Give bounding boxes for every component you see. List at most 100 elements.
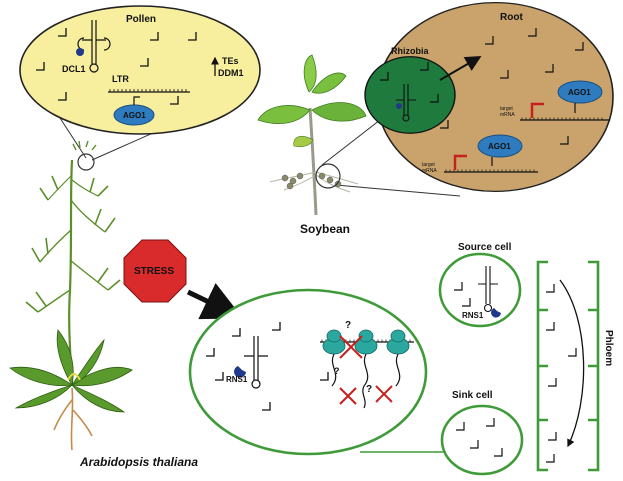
root-connector-1: [321, 119, 381, 166]
srna-hook: [575, 42, 584, 51]
srna-hook: [215, 372, 224, 381]
root-nodules: [281, 172, 342, 190]
stress-sign: STRESS: [123, 239, 244, 320]
arabidopsis-branch: [71, 179, 99, 197]
arabidopsis-branch: [69, 259, 109, 291]
peptide-chains: [331, 353, 401, 409]
ltr-ticks: [109, 89, 187, 92]
soybean-leaf: [303, 54, 317, 93]
srna-hook: [456, 422, 465, 431]
rhizobia-protein: [396, 103, 402, 109]
srna-hook: [320, 372, 329, 381]
ltr-label: LTR: [112, 74, 129, 84]
srna-hook: [420, 62, 429, 71]
stress-octagon: [123, 239, 187, 303]
arabidopsis-taproot: [53, 387, 93, 451]
srna-hook: [485, 36, 494, 45]
source-cell: [438, 252, 522, 328]
srna-hook: [500, 70, 509, 79]
question-mark-3: ?: [334, 366, 340, 376]
srna-hook: [546, 454, 555, 463]
arabidopsis-siliques: [25, 175, 121, 313]
rns1-source-label: RNS1: [462, 311, 484, 320]
source-cell-panel: Source cell RNS1: [438, 242, 522, 328]
target-b-label: target: [422, 162, 435, 168]
srna-hook: [262, 402, 271, 411]
soybean-leaf: [311, 102, 367, 122]
cleavage-mark-a: [530, 102, 544, 118]
srna-hook: [486, 418, 495, 427]
sink-cell: [440, 404, 524, 476]
srna-hook: [170, 96, 179, 105]
rns1-source-protein: [491, 308, 501, 318]
sink-cell-panel: Sink cell: [440, 390, 524, 476]
soybean-zoom-circle: [315, 163, 341, 189]
srna-hook: [548, 378, 557, 387]
flower-buds: [72, 140, 97, 151]
pollen-panel: Pollen DCL1 LTR AGO1 TEs DDM1: [19, 5, 261, 135]
mrna-b-label: mRNA: [422, 168, 437, 174]
rns1-protein: [234, 366, 246, 378]
target-a-label: target: [500, 106, 513, 112]
ribosomes: [322, 329, 410, 355]
srna-hook: [150, 32, 159, 41]
arabidopsis-label: Arabidopsis thaliana: [79, 455, 198, 469]
soybean-cotyledon: [293, 135, 314, 148]
ago1-root-a: [557, 80, 603, 104]
srna-hook: [58, 92, 67, 101]
arabidopsis-branch: [47, 174, 73, 201]
red-cross: [339, 335, 363, 359]
soybean-roots: [269, 171, 359, 193]
phloem-panel: Phloem: [536, 260, 614, 472]
srna-hook: [568, 348, 577, 357]
phloem-label: Phloem: [603, 330, 614, 366]
rhizobia-label: Rhizobia: [391, 46, 429, 56]
arabidopsis-branch: [37, 289, 71, 313]
stressed-hairpin: [244, 336, 268, 389]
ago1-root-a-label: AGO1: [568, 88, 591, 97]
ago1-pollen-tether: [133, 96, 140, 105]
pollen-connector-1: [59, 117, 87, 159]
soybean-leaf: [257, 105, 311, 124]
arabidopsis-rosette: [9, 329, 133, 413]
ago1-pollen-label: AGO1: [123, 111, 146, 120]
pollen-label: Pollen: [126, 14, 156, 25]
stress-arrow: [186, 283, 244, 320]
target-mrna-a-ticks: [521, 117, 603, 120]
rosette-highlight: [67, 373, 81, 381]
srna-hook: [454, 282, 463, 291]
srna-hook: [58, 28, 67, 37]
arabidopsis-branch: [39, 229, 72, 263]
arabidopsis-plant: Arabidopsis thaliana: [9, 140, 198, 469]
source-hairpin: [478, 266, 498, 313]
tes-label: TEs: [222, 56, 239, 66]
phloem-transport-arrow: [559, 279, 585, 448]
soybean-plant: Soybean: [257, 54, 367, 236]
srna-hook: [36, 62, 45, 71]
soybean-label: Soybean: [300, 222, 350, 236]
srna-hook: [380, 72, 389, 81]
stressed-cell: [188, 288, 428, 456]
red-cross: [375, 385, 393, 403]
question-mark-2: ?: [366, 384, 372, 395]
arabidopsis-branch: [70, 199, 106, 233]
soybean-leaf: [311, 72, 347, 94]
srna-hook: [430, 94, 439, 103]
ago1-root-b: [477, 134, 523, 158]
srna-hook: [546, 322, 555, 331]
target-mrna-b-ticks: [445, 169, 535, 172]
flower-zoom-circle: [77, 153, 95, 171]
question-mark-1: ?: [345, 320, 351, 331]
srna-hook: [140, 58, 149, 67]
srna-hook: [272, 322, 281, 331]
ago1-root-b-label: AGO1: [488, 142, 511, 151]
dcl1-label: DCL1: [62, 64, 86, 74]
ddm1-label: DDM1: [218, 68, 244, 78]
srna-hook: [545, 64, 554, 73]
red-cross: [339, 387, 357, 405]
dcl1-protein: [76, 48, 84, 56]
pollen-ellipse: [19, 5, 261, 135]
root-panel: Root Rhizobia AGO1 target mRNA: [364, 1, 614, 193]
srna-hook: [462, 298, 471, 307]
